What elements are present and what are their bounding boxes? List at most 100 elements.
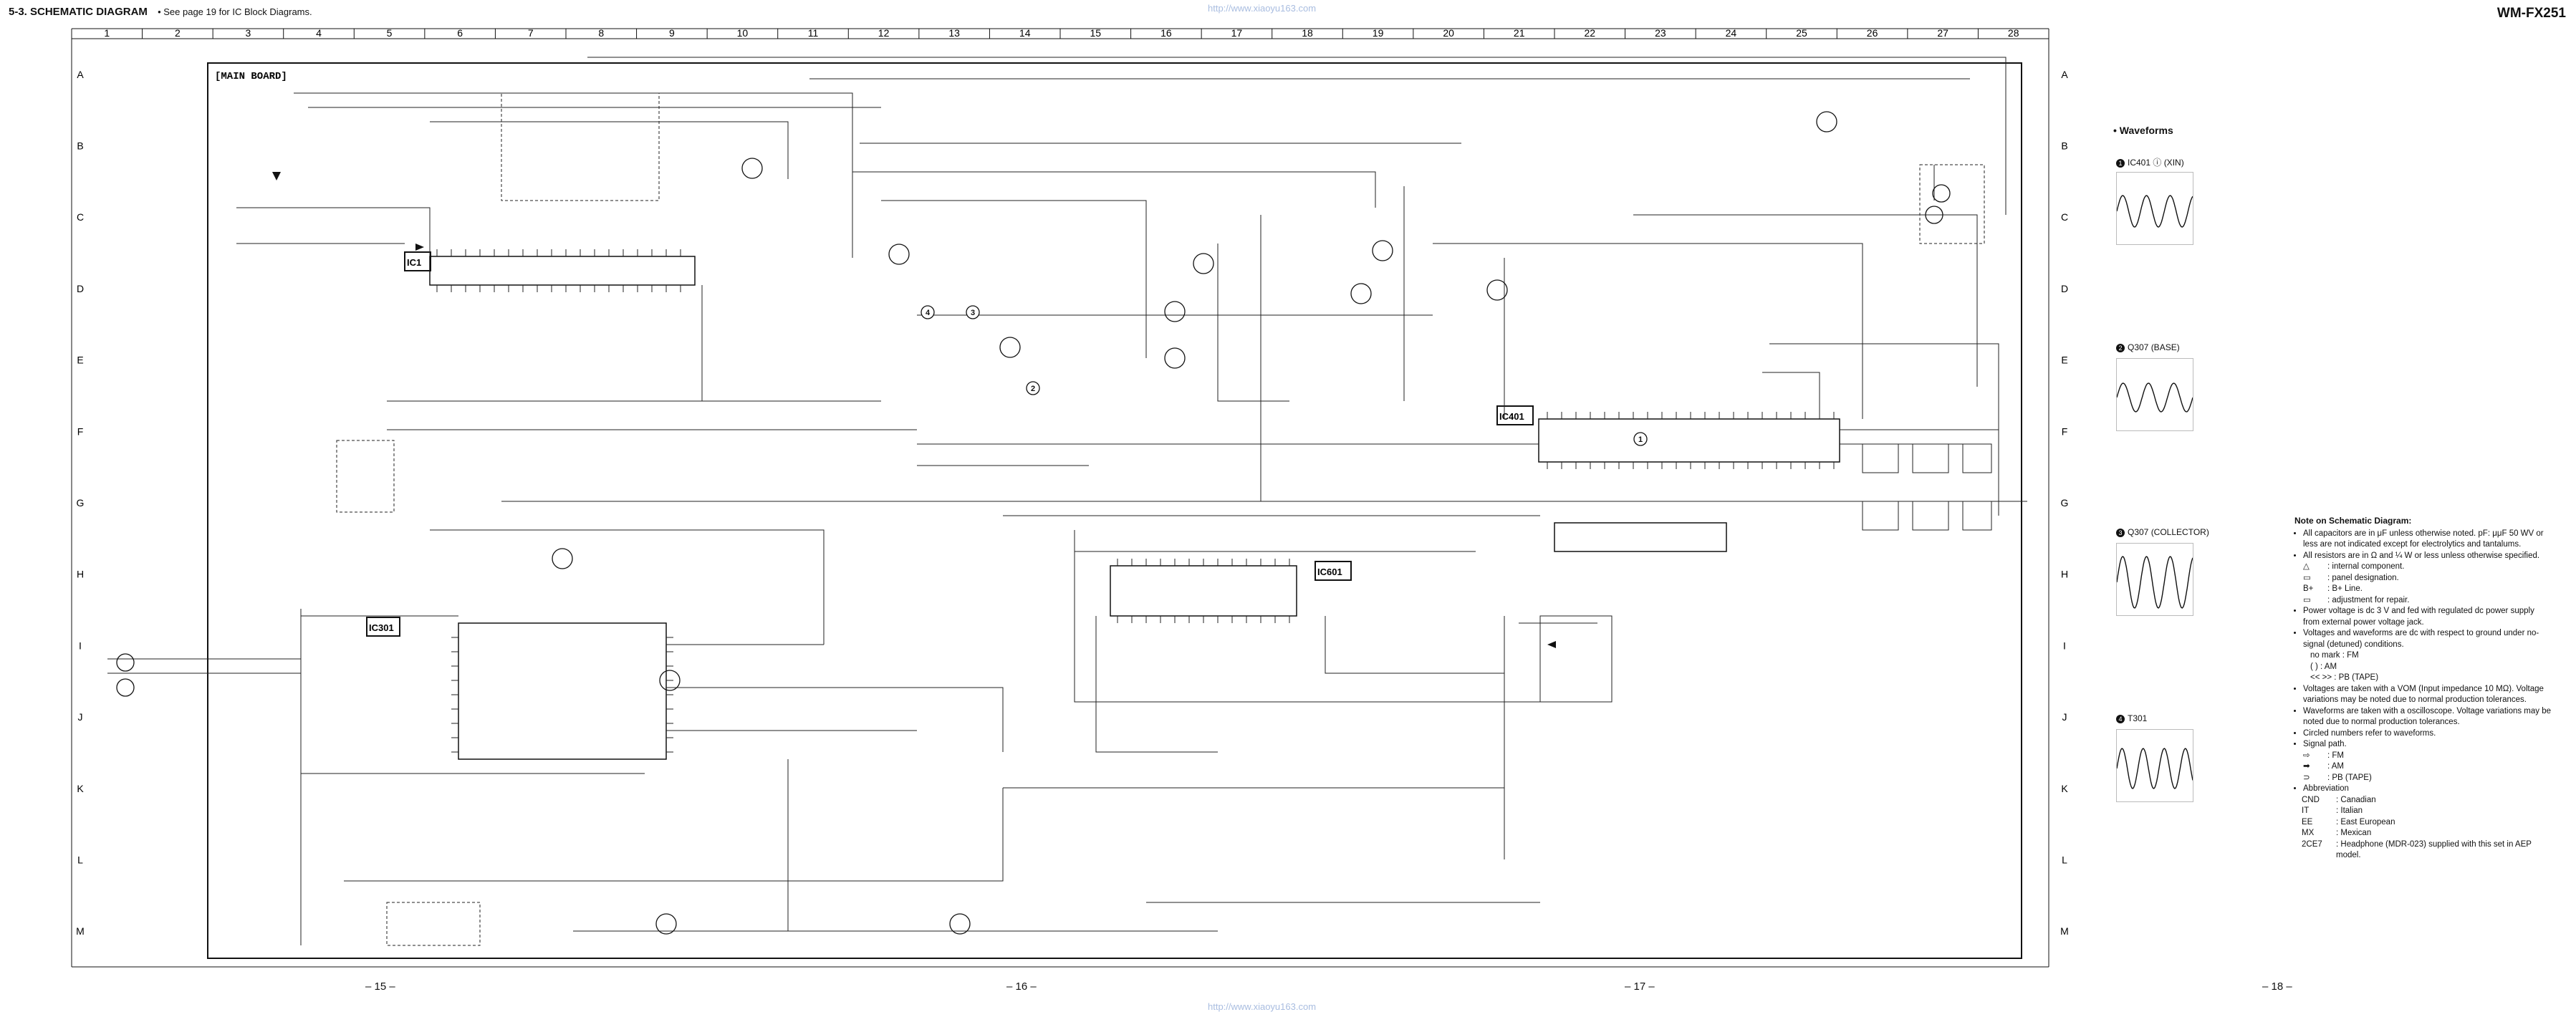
signal-arrows [272, 172, 1556, 648]
row-label: C [77, 211, 84, 223]
notes-title: Note on Schematic Diagram: [2294, 516, 2412, 526]
row-label: D [77, 283, 84, 294]
waveform-plot-1 [2116, 172, 2193, 245]
ic401-block [1496, 405, 1840, 552]
waveform-label-text: IC401 ⓘ (XIN) [2128, 158, 2184, 168]
ic401-label: IC401 [1499, 411, 1524, 422]
column-label: 14 [1019, 27, 1031, 39]
page-number: – 15 – [365, 980, 395, 993]
row-label: M [76, 925, 85, 937]
waveform-label-text: Q307 (COLLECTOR) [2128, 527, 2209, 537]
ic-pins [436, 249, 1835, 753]
row-label: E [2061, 355, 2067, 366]
waveform-label-text: Q307 (BASE) [2128, 342, 2180, 352]
row-label: B [77, 140, 83, 152]
column-label: 18 [1302, 27, 1313, 39]
note-power-voltage: Power voltage is dc 3 V and fed with reg… [2303, 606, 2552, 628]
signal-path-legend: ⇨: FM ➡: AM ⊃: PB (TAPE) [2294, 751, 2552, 784]
row-label: L [2062, 854, 2067, 865]
row-label: G [2061, 497, 2069, 509]
schematic-notes: Note on Schematic Diagram: All capacitor… [2294, 516, 2552, 862]
page-numbers: – 15 – – 16 – – 17 – – 18 – [365, 980, 2292, 993]
row-label: G [77, 497, 85, 509]
waveform-number-badge: 4 [2116, 714, 2125, 723]
row-label: L [77, 854, 83, 865]
main-board-title: [MAIN BOARD] [215, 71, 287, 82]
watermark-top: http://www.xiaoyu163.com [1208, 3, 1317, 14]
note-voltages-waveforms: Voltages and waveforms are dc with respe… [2303, 628, 2552, 650]
waveform-traces [2116, 195, 2193, 789]
row-label: D [2061, 283, 2068, 294]
note-oscilloscope: Waveforms are taken with a oscilloscope.… [2303, 706, 2552, 728]
note-signal-path: Signal path. [2303, 739, 2552, 751]
column-label: 2 [175, 27, 181, 39]
row-label: F [77, 425, 84, 437]
column-label: 26 [1867, 27, 1878, 39]
row-label: F [2062, 425, 2068, 437]
column-label: 21 [1514, 27, 1525, 39]
symbol-internal-component: △ [2303, 562, 2310, 571]
ic301-block [366, 617, 667, 760]
wiring [107, 57, 2027, 945]
ic601-block [1110, 561, 1352, 617]
condition-legend: no mark : FM ( ) : AM << >> : PB (TAPE) [2310, 651, 2379, 682]
waveform-plot-3 [2116, 543, 2193, 616]
row-label: J [2062, 711, 2067, 723]
column-label: 17 [1231, 27, 1243, 39]
waveform-trace-1 [2116, 195, 2193, 228]
row-label: K [2061, 783, 2068, 794]
column-label: 19 [1373, 27, 1384, 39]
row-label: I [2063, 640, 2066, 651]
column-label: 23 [1655, 27, 1666, 39]
column-label: 28 [2008, 27, 2019, 39]
abbreviation-list: CND: Canadian IT: Italian EE: East Europ… [2302, 795, 2532, 860]
waveform-marker-numbers: 4 3 2 1 [926, 309, 1643, 444]
ic-block-note: • See page 19 for IC Block Diagrams. [158, 6, 312, 17]
column-label: 11 [808, 27, 819, 39]
page-number: – 18 – [2262, 980, 2292, 993]
column-label: 7 [528, 27, 534, 39]
hollow-arrow-icon: ⇨ [2303, 751, 2310, 760]
waveform-plot-4 [2116, 729, 2193, 802]
column-label: 10 [737, 27, 749, 39]
main-board-outline [207, 62, 2022, 959]
page-number: – 17 – [1625, 980, 1655, 993]
section-heading: 5-3. SCHEMATIC DIAGRAM [9, 6, 148, 18]
row-label: C [2061, 211, 2068, 223]
grid-frame [71, 28, 2049, 968]
column-label: 15 [1090, 27, 1101, 39]
model-name: WM-FX251 [2496, 6, 2566, 21]
watermark-bottom: http://www.xiaoyu163.com [1208, 1001, 1317, 1012]
waveform-number-badge: 1 [2116, 158, 2125, 168]
symbol-panel-designation: ▭ [2303, 573, 2311, 582]
waveforms-title: • Waveforms [2113, 125, 2173, 136]
column-label: 4 [316, 27, 322, 39]
note-circled-numbers: Circled numbers refer to waveforms. [2303, 728, 2552, 740]
waveform-trace-4 [2116, 748, 2193, 789]
symbol-b-plus-line: B+ [2303, 584, 2314, 593]
transistors [116, 111, 1951, 935]
row-label: H [77, 569, 84, 580]
column-label: 22 [1584, 27, 1595, 39]
section-title: 5-3. SCHEMATIC DIAGRAM • See page 19 for… [9, 6, 312, 18]
row-label: A [77, 69, 84, 80]
symbol-adjustment: ▭ [2303, 595, 2311, 604]
row-label: H [2061, 569, 2068, 580]
page-number: – 16 – [1006, 980, 1037, 993]
waveform-number-badge: 2 [2116, 343, 2125, 352]
note-abbreviation: Abbreviation [2303, 784, 2552, 795]
waveform-markers [921, 305, 1648, 446]
ic1-label: IC1 [407, 257, 421, 268]
svg-text:4: 4 [926, 309, 931, 317]
ic301-label: IC301 [369, 622, 394, 633]
column-label: 12 [878, 27, 890, 39]
svg-text:1: 1 [1638, 435, 1643, 444]
ic1-block [404, 251, 696, 286]
row-label: J [78, 711, 83, 723]
note-capacitors: All capacitors are in μF unless otherwis… [2303, 529, 2552, 551]
column-label: 25 [1796, 27, 1807, 39]
panel-switch-boxes [1539, 443, 1992, 703]
